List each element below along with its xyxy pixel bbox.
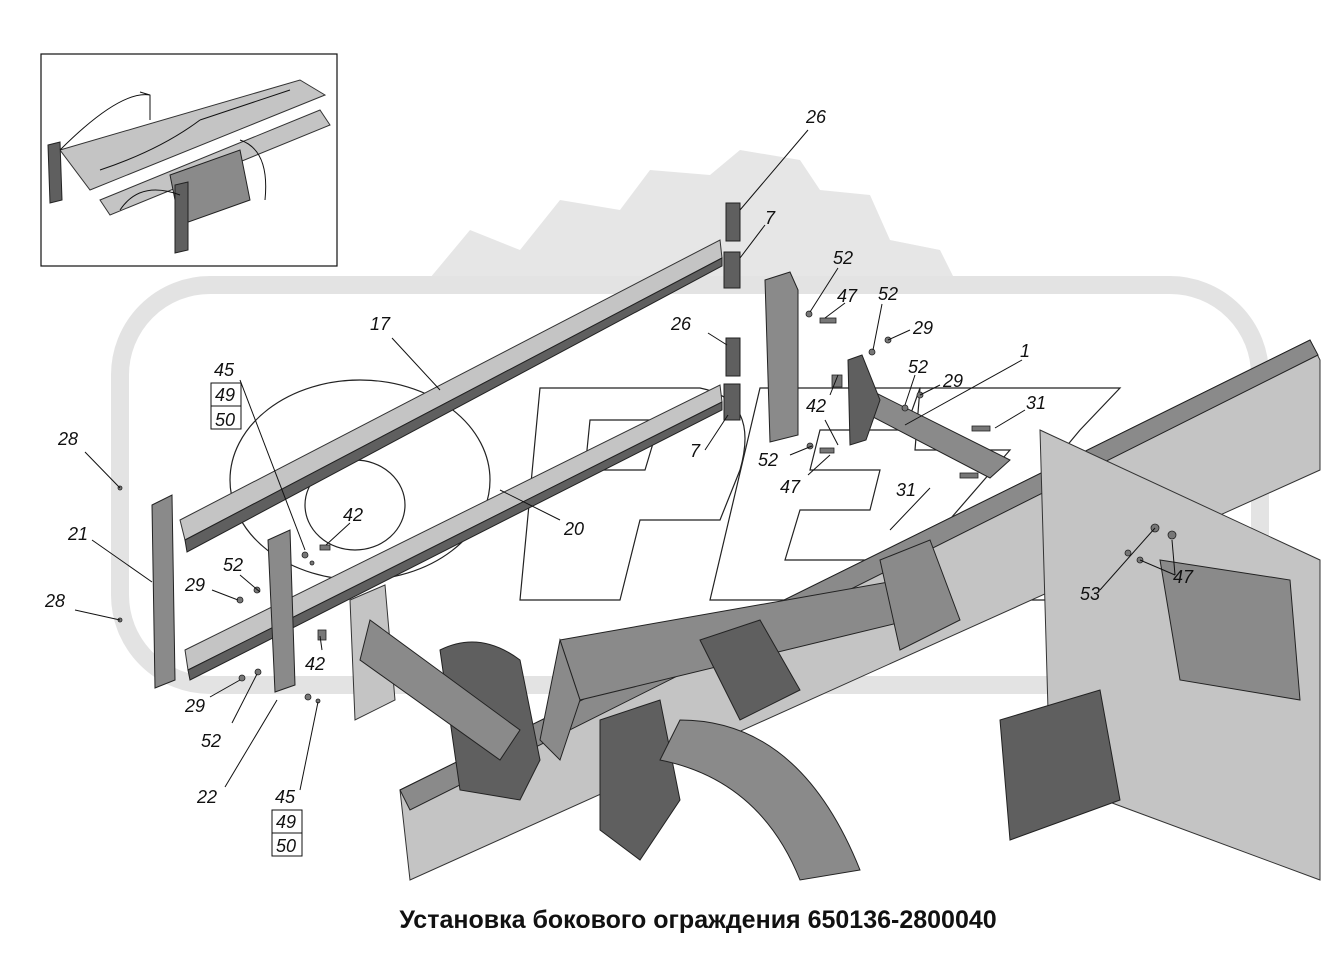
callout-29: 29 (184, 575, 205, 595)
callout-42: 42 (305, 654, 325, 674)
plate-7-lower (723, 383, 741, 421)
post-22 (267, 529, 296, 693)
callout-26: 26 (805, 107, 827, 127)
post-main (764, 271, 799, 443)
callout-28: 28 (44, 591, 65, 611)
rail-20-edge (187, 401, 723, 681)
callout-49: 49 (276, 812, 296, 832)
callout-20: 20 (563, 519, 584, 539)
callout-47: 47 (1173, 567, 1194, 587)
watermark-gear-icon (420, 150, 960, 290)
callout-53: 53 (1080, 584, 1100, 604)
rail-17-edge (184, 257, 723, 553)
callout-50: 50 (276, 836, 296, 856)
callout-29: 29 (184, 696, 205, 716)
inset-overview (40, 53, 338, 267)
post-21 (151, 494, 176, 689)
bracket-26-lower (725, 337, 741, 377)
callout-26: 26 (670, 314, 692, 334)
callout-42: 42 (806, 396, 826, 416)
callout-50: 50 (215, 410, 235, 430)
fasteners (117, 310, 1177, 704)
callout-52: 52 (758, 450, 778, 470)
callout-42: 42 (343, 505, 363, 525)
bracket-26-upper (725, 202, 741, 242)
callout-31: 31 (1026, 393, 1046, 413)
callout-52: 52 (878, 284, 898, 304)
callouts: 26 7 52 47 52 29 1 52 29 31 42 52 47 31 … (44, 107, 1194, 856)
callout-31: 31 (896, 480, 916, 500)
figure-caption: Установка бокового ограждения 650136-280… (399, 906, 997, 934)
callout-7: 7 (690, 441, 701, 461)
callout-boxes (210, 382, 303, 857)
callout-52: 52 (833, 248, 853, 268)
callout-7: 7 (765, 208, 776, 228)
leader-lines (74, 129, 1176, 791)
callout-52: 52 (223, 555, 243, 575)
callout-45: 45 (275, 787, 296, 807)
callout-47: 47 (837, 286, 858, 306)
callout-29: 29 (942, 371, 963, 391)
callout-22: 22 (196, 787, 217, 807)
callout-49: 49 (215, 385, 235, 405)
callout-17: 17 (370, 314, 391, 334)
callout-45: 45 (214, 360, 235, 380)
bracket-1-plate (847, 354, 881, 446)
callout-1: 1 (1020, 341, 1030, 361)
callout-52: 52 (908, 357, 928, 377)
callout-52: 52 (201, 731, 221, 751)
chassis-frame (349, 339, 1321, 881)
callout-29: 29 (912, 318, 933, 338)
callout-47: 47 (780, 477, 801, 497)
plate-7-upper (723, 251, 741, 289)
callout-21: 21 (67, 524, 88, 544)
callout-28: 28 (57, 429, 78, 449)
